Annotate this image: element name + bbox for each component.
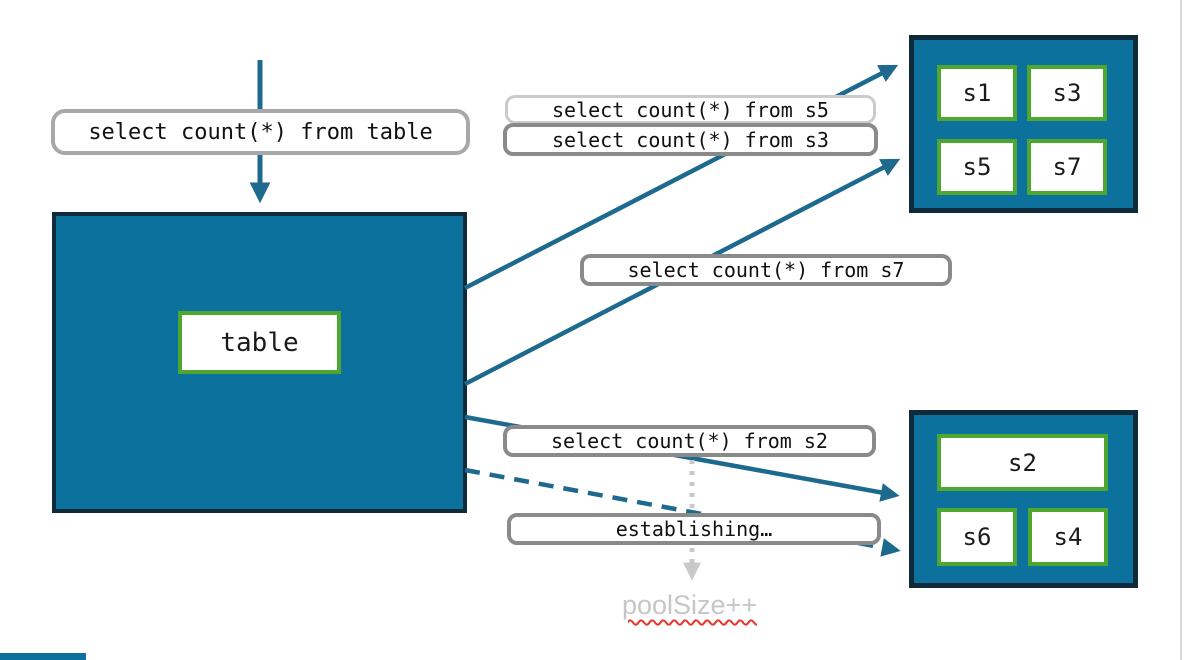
- shard-s3-label: s3: [1052, 79, 1082, 107]
- shard-s5-label: s5: [962, 153, 992, 181]
- poolsize-note-text: poolSize++: [622, 590, 758, 620]
- shard-s2-label: s2: [1008, 448, 1037, 477]
- query-label-s3-text: select count(*) from s3: [552, 127, 829, 152]
- shard-s1: s1: [937, 65, 1017, 121]
- query-label-s5: select count(*) from s5: [505, 95, 876, 124]
- shard-s6: s6: [937, 508, 1017, 566]
- shard-s4: s4: [1028, 508, 1108, 566]
- query-label-s5-text: select count(*) from s5: [552, 97, 829, 122]
- shard-s5: s5: [937, 139, 1017, 195]
- shard-s7-label: s7: [1052, 153, 1082, 181]
- query-label-s7: select count(*) from s7: [580, 254, 952, 286]
- table-label: table: [220, 327, 299, 358]
- query-label-table-text: select count(*) from table: [88, 119, 433, 145]
- query-label-s2: select count(*) from s2: [503, 425, 876, 457]
- shard-s2: s2: [937, 434, 1108, 491]
- table-label-box: table: [178, 311, 341, 374]
- video-progress-bar: [0, 653, 86, 660]
- shard-s1-label: s1: [962, 79, 992, 107]
- query-label-s2-text: select count(*) from s2: [551, 429, 828, 453]
- poolsize-note: poolSize++: [622, 590, 757, 621]
- query-label-s7-text: select count(*) from s7: [627, 258, 905, 282]
- establishing-label-text: establishing…: [615, 517, 773, 541]
- query-label-table: select count(*) from table: [51, 109, 470, 155]
- query-label-s3: select count(*) from s3: [503, 123, 878, 156]
- shard-s6-label: s6: [962, 523, 992, 551]
- slide-edge-line: [1180, 0, 1182, 660]
- shard-s7: s7: [1027, 139, 1107, 195]
- establishing-label: establishing…: [507, 513, 881, 545]
- shard-s4-label: s4: [1053, 523, 1083, 551]
- shard-s3: s3: [1027, 65, 1107, 121]
